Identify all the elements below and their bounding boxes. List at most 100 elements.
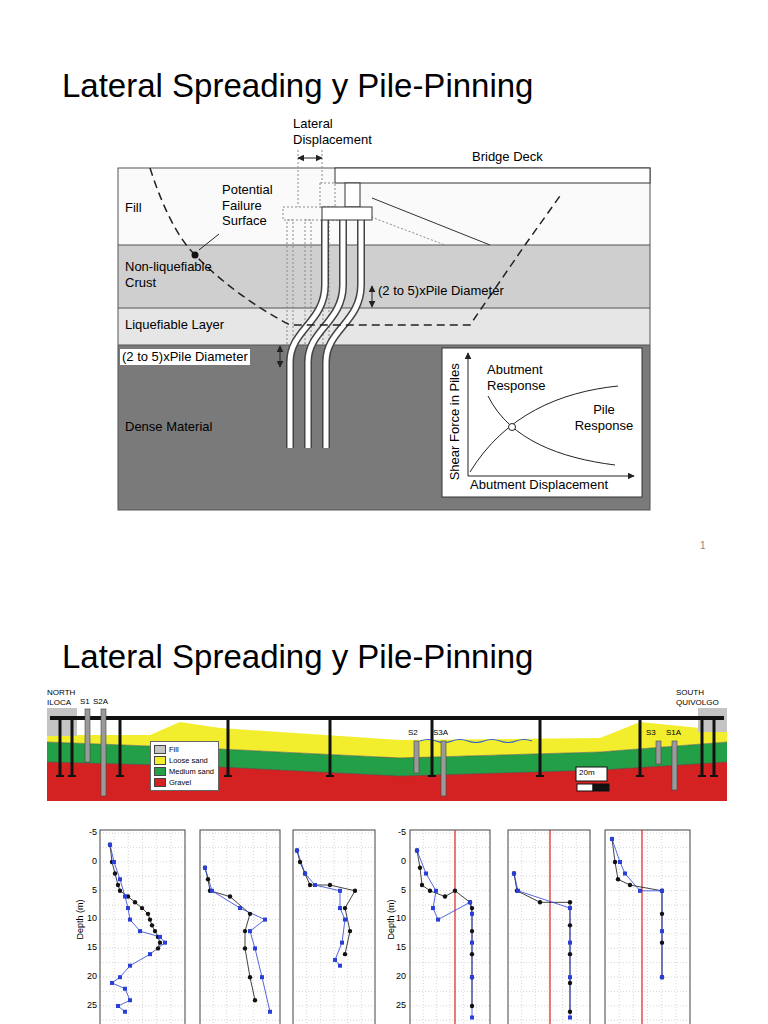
tick-label: 5 — [77, 885, 97, 896]
dimension-arrows — [280, 158, 372, 367]
legend-text: Medium sand — [169, 767, 214, 776]
pier-footing — [428, 775, 436, 777]
borehole-label: S2 — [408, 728, 418, 738]
annotation: Bridge Deck — [472, 149, 543, 165]
tick-label: -5 — [77, 827, 97, 838]
axis-title: Abutment Displacement — [470, 477, 608, 493]
tick-label: 5 — [386, 885, 406, 896]
pier — [329, 718, 332, 776]
borehole — [101, 709, 106, 796]
borehole-label: S3 — [646, 728, 656, 738]
curve-label: Pile Response — [566, 402, 642, 433]
bridge-piers — [56, 709, 718, 796]
pier-footing — [224, 775, 232, 777]
tick-label: 25 — [77, 1000, 97, 1011]
soil-layer-band: Dense Material Abutment ResponsePile Resp… — [118, 345, 650, 510]
tick-label: 0 — [77, 856, 97, 867]
pier-footing — [698, 775, 706, 777]
pier-footing — [326, 775, 334, 777]
pier — [639, 718, 642, 776]
pier — [713, 718, 716, 776]
borehole-label: S2A — [93, 697, 108, 707]
borehole — [85, 709, 90, 762]
legend-text: Loose sand — [169, 756, 208, 765]
dimension-label: (2 to 5)xPile Diameter — [378, 283, 504, 299]
legend-swatch — [154, 778, 166, 787]
legend-swatch — [154, 745, 166, 754]
site-label: SOUTH QUIVOLGO — [676, 688, 726, 707]
legend-swatch — [154, 756, 166, 765]
axis-title: Shear Force in Piles — [447, 352, 463, 492]
failure-surface — [150, 168, 560, 325]
tick-label: -5 — [386, 827, 406, 838]
pier-footing — [116, 775, 124, 777]
tick-label: 15 — [386, 942, 406, 953]
profile-plot — [293, 830, 375, 1024]
soil-layer-band: Liquefiable Layer — [118, 308, 650, 345]
pier — [71, 718, 74, 776]
pier — [701, 718, 704, 776]
soil-profile-section — [118, 168, 650, 510]
scale-label: 20m — [579, 768, 595, 778]
bridge-abutment — [322, 168, 650, 245]
bridge-profile — [47, 708, 727, 801]
legend-row: Gravel — [154, 777, 214, 788]
layer-name: Fill — [125, 200, 142, 216]
displaced-piles — [290, 220, 361, 448]
legend-text: Gravel — [169, 778, 191, 787]
borehole — [441, 741, 446, 796]
legend-text: Fill — [169, 745, 179, 754]
borehole — [672, 741, 677, 790]
legend-box: FillLoose sandMedium sandGravel — [150, 741, 219, 791]
penetration-profiles — [100, 830, 690, 1024]
soil-layer-band: Non-liquefiable Crust — [118, 245, 650, 308]
borehole-label: S3A — [433, 728, 448, 738]
pier-footing — [68, 775, 76, 777]
tick-label: 20 — [77, 971, 97, 982]
pier — [119, 718, 122, 776]
tick-label: 20 — [386, 971, 406, 982]
soil-layer-band: Fill — [118, 168, 650, 245]
response-chart: Abutment ResponsePile Response Shear Forc… — [442, 348, 646, 497]
pier — [59, 718, 62, 776]
pier — [431, 718, 434, 776]
pier — [539, 718, 542, 776]
profile-plot — [508, 830, 590, 1024]
dimension-label: (2 to 5)xPile Diameter — [120, 349, 250, 365]
curve-label: Abutment Response — [487, 362, 577, 393]
pier-footing — [536, 775, 544, 777]
slide-title: Lateral Spreading y Pile-Pinning — [62, 66, 533, 106]
legend-row: Loose sand — [154, 755, 214, 766]
pier — [227, 718, 230, 776]
annotation: Potential Failure Surface — [222, 182, 292, 229]
layer-name: Non-liquefiable Crust — [125, 259, 230, 290]
borehole — [656, 741, 661, 764]
borehole — [414, 741, 419, 773]
pier-footing — [710, 775, 718, 777]
tick-label: 10 — [386, 913, 406, 924]
profile-plot — [605, 830, 690, 1024]
tick-label: 15 — [77, 942, 97, 953]
response-chart — [442, 348, 642, 497]
pier-footing — [636, 775, 644, 777]
tick-label: 10 — [77, 913, 97, 924]
borehole-label: S1 — [80, 697, 90, 707]
layer-name: Dense Material — [125, 419, 212, 435]
legend-row: Medium sand — [154, 766, 214, 777]
legend-swatch — [154, 767, 166, 776]
borehole-label: S1A — [666, 728, 681, 738]
tick-label: 25 — [386, 1000, 406, 1011]
legend-row: Fill — [154, 744, 214, 755]
pier-footing — [56, 775, 64, 777]
page-number: 1 — [700, 540, 706, 552]
axis-title: Depth (m) — [75, 879, 86, 959]
axis-title: Depth (m) — [386, 879, 397, 959]
tick-label: 0 — [386, 856, 406, 867]
layer-name: Liquefiable Layer — [125, 317, 224, 333]
annotation: Lateral Displacement — [293, 116, 393, 147]
profile-plot — [200, 830, 280, 1024]
profile-plot — [100, 830, 185, 1024]
